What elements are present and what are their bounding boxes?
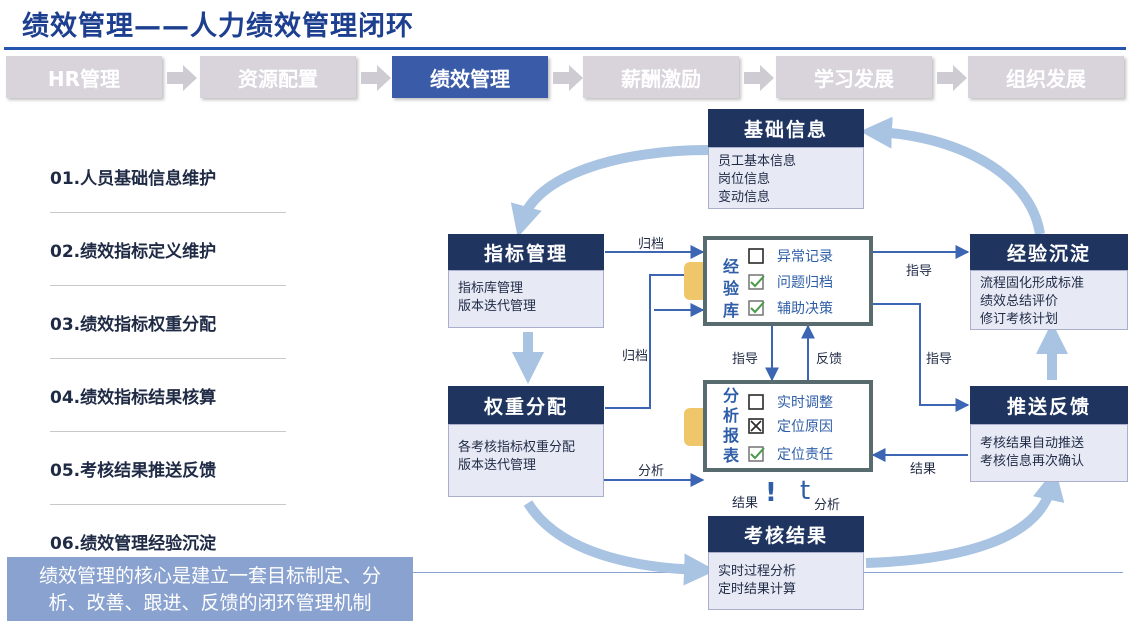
process-flow: HR管理 资源配置 绩效管理 薪酬激励 学习发展 组织发展	[6, 56, 1126, 100]
node-body: 实时过程分析 定时结果计算	[708, 552, 864, 610]
library-item: 异常记录	[747, 246, 833, 266]
page-title: 绩效管理——人力绩效管理闭环	[22, 11, 414, 42]
node-line: 定时结果计算	[718, 582, 797, 597]
report-item: 定位责任	[747, 444, 833, 464]
edge-label-guide: 指导	[926, 352, 953, 367]
node-body: 指标库管理 版本迭代管理	[448, 270, 604, 328]
clip-icon	[684, 262, 706, 300]
node-line: 员工基本信息	[718, 154, 797, 169]
node-line: 变动信息	[718, 190, 771, 205]
step-list: 01.人员基础信息维护 02.绩效指标定义维护 03.绩效指标权重分配 04.绩…	[50, 140, 286, 578]
edge-label-result: 结果	[732, 496, 759, 511]
flow-step-hr: HR管理	[6, 56, 162, 98]
node-title: 考核结果	[708, 516, 864, 552]
library-item: 辅助决策	[747, 298, 833, 318]
step-item: 02.绩效指标定义维护	[50, 213, 286, 286]
step-item: 01.人员基础信息维护	[50, 140, 286, 213]
node-line: 流程固化形成标准	[980, 276, 1085, 291]
flow-arrow-icon	[553, 65, 583, 91]
node-indicator: 指标管理 指标库管理 版本迭代管理	[448, 234, 604, 328]
summary-banner: 绩效管理的核心是建立一套目标制定、分析、改善、跟进、反馈的闭环管理机制	[7, 557, 413, 621]
node-title: 权重分配	[448, 386, 604, 424]
node-title: 经验沉淀	[970, 234, 1128, 270]
report-item: 实时调整	[747, 392, 833, 412]
flow-step-learning: 学习发展	[776, 56, 932, 98]
node-line: 岗位信息	[718, 172, 771, 187]
node-body: 考核结果自动推送 考核信息再次确认	[970, 424, 1128, 482]
flow-arrow-icon	[167, 65, 197, 91]
node-body: 流程固化形成标准 绩效总结评价 修订考核计划	[970, 270, 1128, 330]
node-line: 各考核指标权重分配	[458, 440, 576, 455]
exclamation-icon: !	[765, 478, 777, 508]
checkbox-checked-icon	[748, 300, 765, 316]
flow-step-resource: 资源配置	[200, 56, 356, 98]
node-weight: 权重分配 各考核指标权重分配 版本迭代管理	[448, 386, 604, 497]
node-line: 实时过程分析	[718, 564, 797, 579]
checkbox-empty-icon	[748, 394, 764, 410]
edge-label-analysis: 分析	[814, 498, 841, 513]
flow-step-performance: 绩效管理	[392, 56, 548, 98]
node-title: 指标管理	[448, 234, 604, 270]
step-item: 04.绩效指标结果核算	[50, 359, 286, 432]
node-feedback: 推送反馈 考核结果自动推送 考核信息再次确认	[970, 386, 1128, 482]
flow-arrow-icon	[744, 65, 774, 91]
node-result: 考核结果 实时过程分析 定时结果计算	[708, 516, 864, 610]
node-line: 修订考核计划	[980, 312, 1059, 327]
letter-t-icon: t	[800, 476, 811, 506]
checkbox-checked-icon	[748, 446, 765, 462]
flow-arrow-icon	[937, 65, 967, 91]
node-body: 员工基本信息 岗位信息 变动信息	[708, 147, 864, 209]
library-side-label: 经 验 库	[722, 257, 739, 320]
node-body: 各考核指标权重分配 版本迭代管理	[448, 424, 604, 497]
node-title: 推送反馈	[970, 386, 1128, 424]
title-divider	[4, 47, 1126, 50]
library-item: 问题归档	[747, 272, 833, 292]
flow-step-salary: 薪酬激励	[583, 56, 739, 98]
node-title: 基础信息	[708, 109, 864, 147]
edge-label-analysis: 分析	[638, 464, 665, 479]
report-item: 定位原因	[747, 416, 833, 436]
step-item: 06.绩效管理经验沉淀	[50, 534, 217, 554]
experience-library: 经 验 库 异常记录 问题归档 辅助决策	[703, 236, 873, 326]
checkbox-crossed-icon	[748, 418, 764, 434]
node-line: 版本迭代管理	[458, 299, 537, 314]
edge-label-archive: 归档	[622, 349, 649, 364]
report-side-label: 分 析 报 表	[722, 386, 739, 465]
edge-label-feedback: 反馈	[816, 352, 843, 367]
edge-label-archive: 归档	[638, 237, 665, 252]
checkbox-empty-icon	[748, 248, 764, 264]
edge-label-result: 结果	[910, 462, 937, 477]
node-line: 考核结果自动推送	[980, 436, 1085, 451]
node-line: 绩效总结评价	[980, 294, 1059, 309]
step-item: 05.考核结果推送反馈	[50, 432, 286, 505]
node-line: 版本迭代管理	[458, 458, 537, 473]
edge-label-guide: 指导	[732, 352, 759, 367]
edge-label-guide: 指导	[906, 264, 933, 279]
checkbox-checked-icon	[748, 274, 765, 290]
node-basic-info: 基础信息 员工基本信息 岗位信息 变动信息	[708, 109, 864, 209]
node-line: 考核信息再次确认	[980, 454, 1085, 469]
node-line: 指标库管理	[458, 281, 524, 296]
analysis-report: 分 析 报 表 实时调整 定位原因 定位责任	[703, 380, 873, 472]
step-item: 03.绩效指标权重分配	[50, 286, 286, 359]
node-experience: 经验沉淀 流程固化形成标准 绩效总结评价 修订考核计划	[970, 234, 1128, 330]
flow-step-org: 组织发展	[968, 56, 1124, 98]
clip-icon	[684, 408, 706, 446]
flow-arrow-icon	[361, 65, 391, 91]
